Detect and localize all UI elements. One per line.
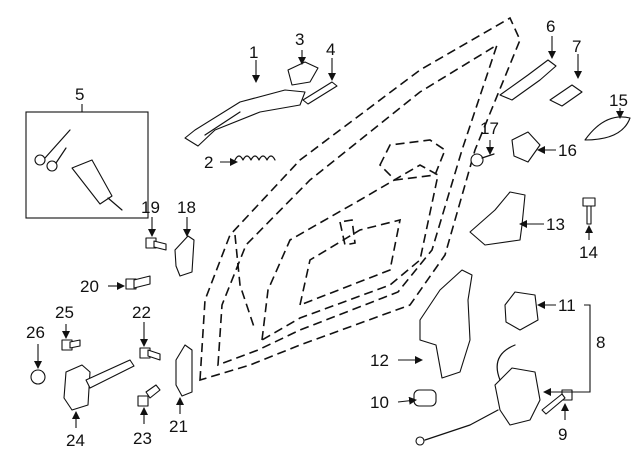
callout-24: 24 [66, 431, 85, 450]
handle-cover [287, 61, 319, 86]
door-check-24 [63, 359, 135, 411]
clip-17 [470, 153, 495, 167]
callout-4: 4 [326, 40, 335, 59]
bolt-14 [582, 197, 596, 225]
actuator-11 [504, 291, 539, 331]
callout-12: 12 [370, 351, 389, 370]
nut-26 [30, 369, 46, 385]
callout-16: 16 [558, 141, 577, 160]
outside-handle [184, 89, 306, 147]
bolt-25 [61, 339, 81, 351]
leader-lines [34, 36, 624, 428]
callout-5: 5 [75, 85, 84, 104]
callout-7: 7 [572, 37, 581, 56]
callout-19: 19 [141, 198, 160, 217]
key-icon [34, 129, 71, 172]
callout-8: 8 [596, 333, 605, 352]
callout-11: 11 [558, 296, 576, 315]
callout-21: 21 [169, 417, 188, 436]
bracket-18 [174, 235, 195, 277]
striker-16 [511, 131, 541, 163]
hinge-bracket-21 [175, 344, 193, 397]
callout-3: 3 [295, 30, 304, 49]
callout-9: 9 [558, 425, 567, 444]
callout-26: 26 [26, 323, 45, 342]
bracket-6 [499, 59, 557, 101]
trim-15 [584, 116, 631, 141]
handle-spring [234, 155, 276, 161]
callout-labels: 1 2 3 4 5 6 7 8 9 10 11 12 13 14 15 16 1… [26, 17, 628, 450]
callout-2: 2 [204, 153, 213, 172]
lock-cylinder-icon [71, 159, 123, 211]
callout-25: 25 [55, 303, 74, 322]
callout-6: 6 [546, 17, 555, 36]
bracket-7 [549, 84, 583, 107]
callout-23: 23 [133, 429, 152, 448]
callout-20: 20 [80, 277, 99, 296]
door-shell-outline [199, 16, 521, 382]
bolt-9 [541, 389, 573, 415]
module-12 [419, 269, 473, 379]
bolt-22 [139, 347, 161, 361]
callout-14: 14 [579, 243, 598, 262]
callout-1: 1 [249, 43, 258, 62]
latch-bracket-13 [469, 191, 526, 246]
latch-assembly [415, 344, 541, 446]
callout-10: 10 [370, 393, 389, 412]
bolt-19 [145, 237, 167, 251]
key-lock-set-box [25, 111, 149, 219]
callout-17: 17 [480, 119, 499, 138]
callout-13: 13 [546, 215, 565, 234]
bolt-20 [125, 275, 151, 290]
callout-18: 18 [177, 198, 196, 217]
bolt-23 [137, 384, 161, 407]
callout-22: 22 [132, 303, 151, 322]
callout-15: 15 [609, 91, 628, 110]
grommet-10 [413, 389, 437, 407]
handle-cap [302, 81, 338, 105]
